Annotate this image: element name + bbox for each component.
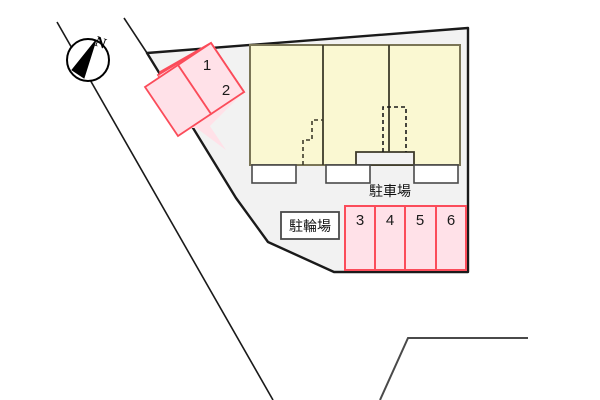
parking-row-group: 3 4 5 6: [344, 205, 467, 271]
road-line-outer: [56, 21, 274, 400]
stall-1-number: 1: [203, 57, 211, 74]
building-block: [249, 44, 461, 166]
road-lines-group: [56, 17, 274, 400]
stall-2-poly[interactable]: [143, 63, 213, 138]
compass-needle-icon: [71, 39, 97, 79]
road-line-inner: [123, 17, 148, 54]
balcony-box-3: [413, 164, 459, 184]
bicycle-parking-label: 駐輪場: [289, 218, 331, 235]
road-boundary-bottom-right-line: [379, 337, 528, 400]
parking-stall-2[interactable]: [176, 92, 244, 128]
bicycle-parking-box: [280, 211, 340, 240]
bicycle-parking-group: 駐輪場: [280, 211, 340, 240]
compass-group: N: [66, 34, 110, 82]
stall-3-number: 3: [356, 212, 364, 229]
stall-4-number: 4: [386, 212, 394, 229]
parking-lot-label: 駐車場: [369, 183, 411, 200]
stair-outline-center: [382, 106, 407, 152]
compass-north-label: N: [93, 34, 109, 53]
stall-2-number: 2: [222, 82, 230, 99]
building-entry-recess: [355, 151, 415, 166]
stall-6-number: 6: [447, 212, 455, 229]
stall-5-number: 5: [416, 212, 424, 229]
stair-outline-left: [302, 119, 323, 165]
angled-parking-group: 1 2: [143, 41, 246, 150]
balcony-box-2: [325, 164, 371, 184]
balcony-box-1: [251, 164, 297, 184]
apartment-building: [249, 44, 461, 184]
road-boundary-bottom-right: [379, 337, 528, 400]
